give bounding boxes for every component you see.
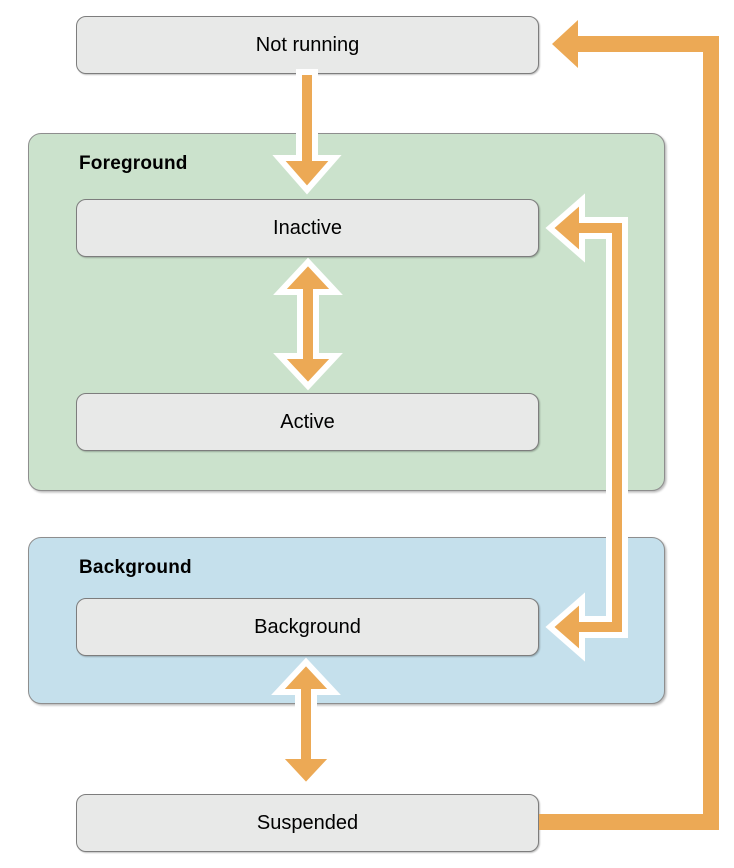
state-not-running-label: Not running <box>255 33 360 56</box>
state-active: Active <box>76 393 539 451</box>
state-background: Background <box>76 598 539 656</box>
state-background-label: Background <box>254 615 361 638</box>
group-background-label: Background <box>79 557 192 578</box>
state-suspended: Suspended <box>76 794 539 852</box>
state-inactive: Inactive <box>76 199 539 257</box>
state-not-running: Not running <box>76 16 539 74</box>
state-inactive-label: Inactive <box>273 216 342 239</box>
state-suspended-label: Suspended <box>256 811 359 834</box>
state-active-label: Active <box>280 410 335 433</box>
group-foreground-label: Foreground <box>79 153 188 174</box>
